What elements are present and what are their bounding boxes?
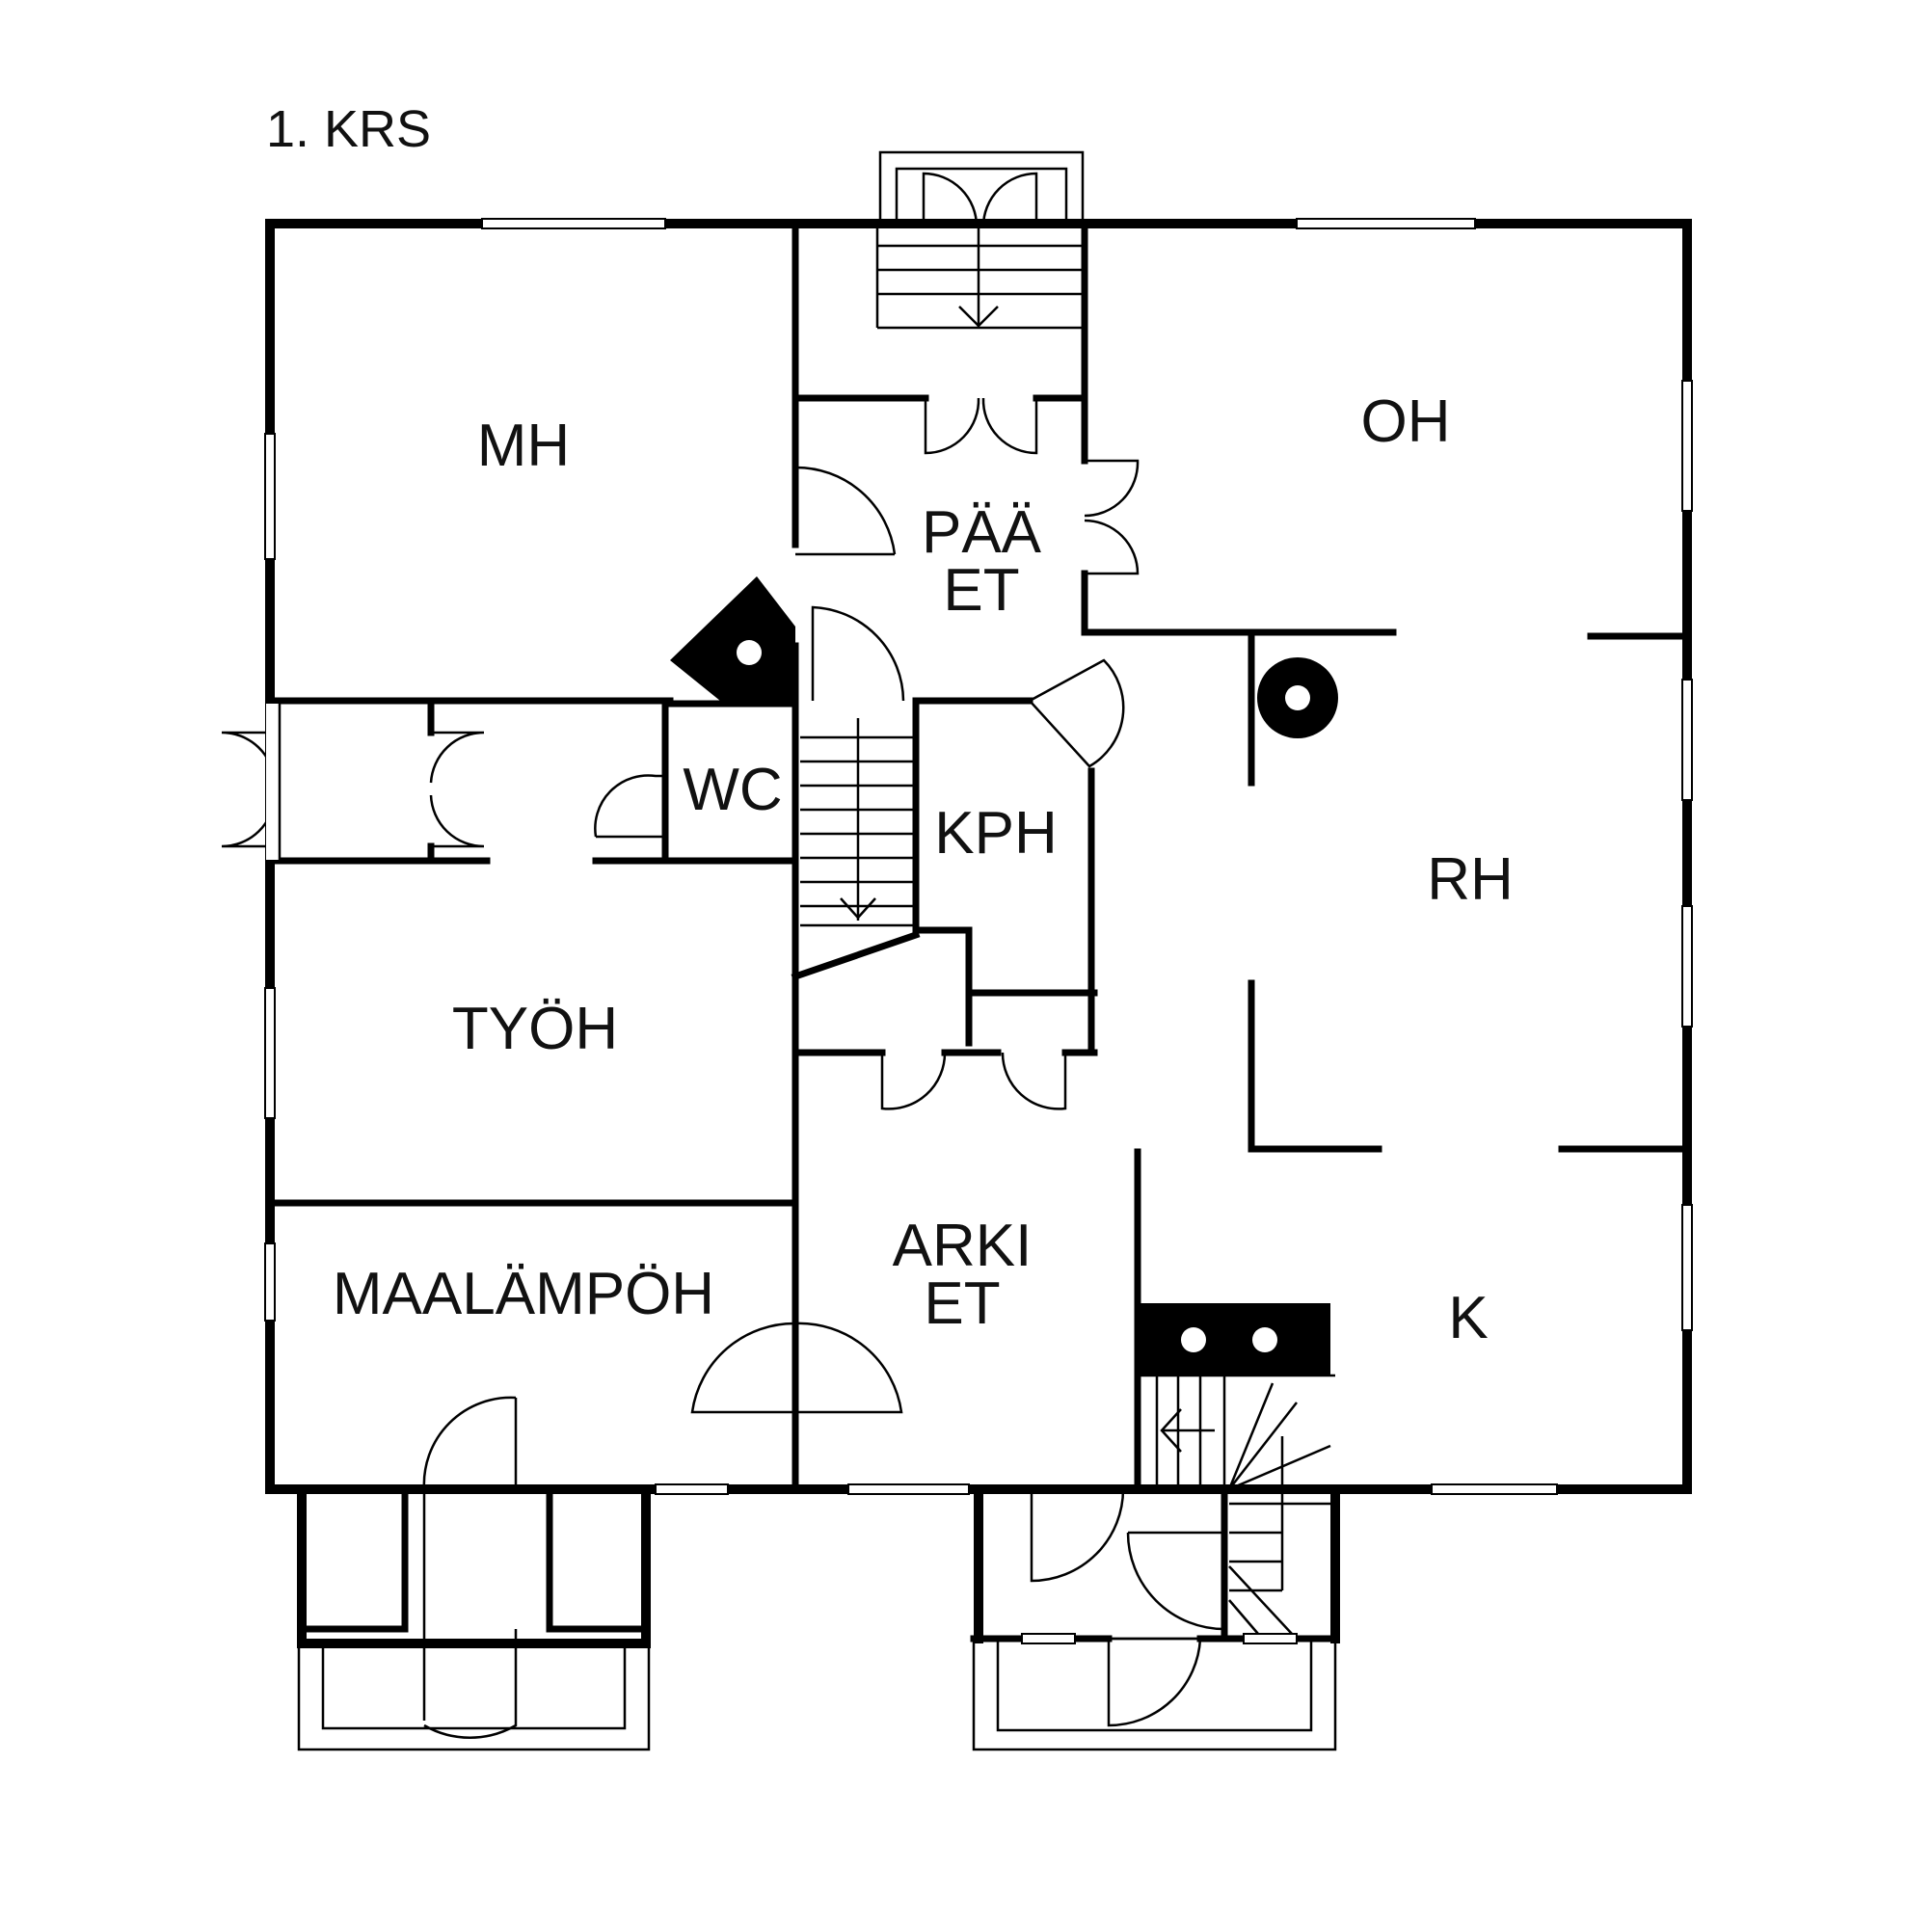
room-labels: MH OH PÄÄ ET WC KPH RH TYÖH ARKI ET MAAL… (333, 388, 1514, 1351)
room-label-maalampoh: MAALÄMPÖH (333, 1261, 714, 1327)
left-porch (297, 1484, 651, 1751)
front-entrance (875, 150, 1085, 330)
room-label-mh: MH (477, 413, 570, 479)
room-label-arki-et-line2: ET (924, 1270, 1000, 1337)
room-label-paa-et-line1: PÄÄ (922, 499, 1042, 566)
room-label-k: K (1448, 1285, 1488, 1351)
kitchen-chimney (1138, 1303, 1330, 1375)
doors (221, 397, 1140, 1739)
room-label-paa-et-line2: ET (943, 557, 1019, 624)
room-label-kph: KPH (934, 800, 1057, 867)
floor-title: 1. KRS (266, 100, 431, 158)
fireplaces (670, 576, 1338, 1375)
room-label-arki-et-line1: ARKI (893, 1213, 1033, 1279)
windows (264, 218, 1693, 1495)
main-stair (800, 718, 916, 927)
room-label-oh: OH (1361, 388, 1451, 455)
room-label-wc: WC (683, 757, 782, 823)
rear-entrance (970, 1374, 1340, 1751)
room-label-tyoh: TYÖH (452, 996, 618, 1062)
corner-chimney (670, 576, 795, 701)
room-label-rh: RH (1427, 846, 1514, 913)
